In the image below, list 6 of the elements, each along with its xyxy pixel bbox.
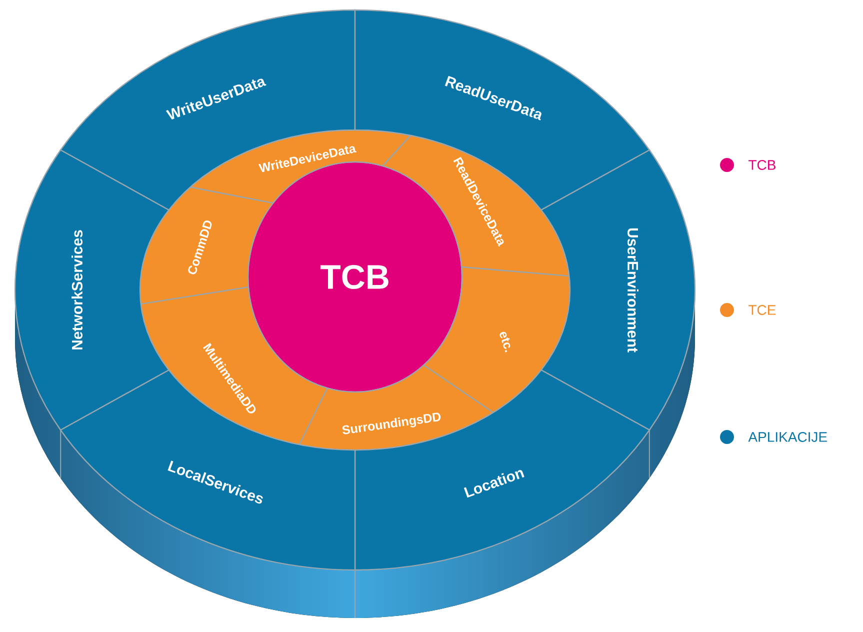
legend-label: APLIKACIJE [748,432,827,442]
legend-label: TCB [748,160,776,170]
ring-segment: UserEnvironment [540,149,696,431]
ring-segment: NetworkServices [14,149,170,431]
legend-label: TCE [748,305,776,315]
ring-segment: etc. [423,266,571,414]
